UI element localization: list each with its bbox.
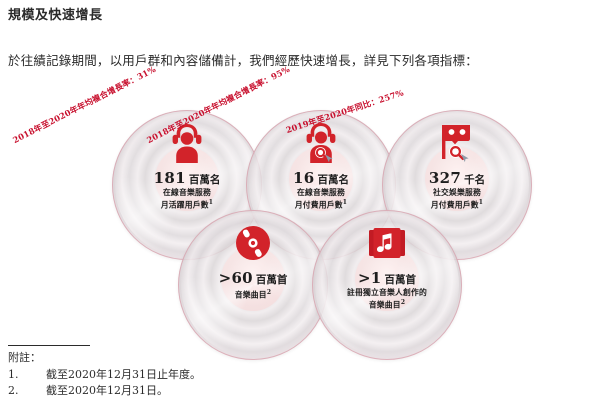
metric-desc-line2: 音樂曲目 [368,300,401,310]
intro-paragraph: 於往績記錄期間，以用戶群和內容儲備計，我們經歷快速增長，詳見下列各項指標： [8,53,478,68]
metric-footnote-ref: 1 [342,199,348,206]
metric-unit: 百萬名 [188,174,221,186]
metric-value: 181 [153,169,186,187]
page-title: 規模及快速增長 [8,8,103,23]
metric-desc-line1: 註冊獨立音樂人創作的 [347,288,427,297]
metric-unit: 百萬名 [317,174,349,186]
metric-desc-line1: 在線音樂服務 [297,188,345,197]
metric-footnote-ref: 2 [266,289,272,296]
footnote-item: 2. 截至2020年12月31日。 [8,383,408,399]
metric-unit: 百萬首 [255,274,288,286]
metric-desc-line1: 音樂曲目 [234,290,267,300]
metric-description: 音樂曲目2 [235,288,271,301]
metric-value: 327 [428,169,462,187]
footnote-divider [8,345,90,346]
metric-unit: 千名 [464,174,486,186]
metric-description: 在線音樂服務 月活躍用戶數1 [161,188,213,211]
footnote-number: 1. [8,368,19,381]
cd-disc-icon [233,220,273,266]
footnote-text: 截至2020年12月31日。 [46,384,168,397]
metric-description: 社交娛樂服務 月付費用戶數1 [431,188,483,211]
metric-value: >60 [218,269,253,287]
footnote-text: 截至2020年12月31日止年度。 [46,368,201,381]
metric-value: 16 [293,169,315,187]
metric-desc-line2: 月付費用戶數 [430,200,479,210]
music-note-cards-icon [366,220,408,266]
user-headphones-cursor-icon [301,120,341,166]
user-headphones-icon [167,120,207,166]
metric-footnote-ref: 2 [400,299,406,306]
metric-desc-line1: 社交娛樂服務 [433,188,481,197]
metric-desc-line2: 月活躍用戶數 [160,200,209,210]
footnotes-section: 附註： 1. 截至2020年12月31日止年度。 2. 截至2020年12月31… [8,345,408,399]
footnote-number: 2. [8,384,19,397]
metric-desc-line1: 在線音樂服務 [163,188,211,197]
mask-cursor-icon [436,120,478,166]
footnote-item: 1. 截至2020年12月31日止年度。 [8,367,408,383]
metric-description: 在線音樂服務 月付費用戶數1 [295,188,347,211]
footnotes-title: 附註： [8,351,41,364]
metric-unit: 百萬首 [384,274,417,286]
metric-footnote-ref: 1 [208,199,214,206]
metric-value: >1 [357,269,382,287]
metric-footnote-ref: 1 [478,199,484,206]
metric-description: 註冊獨立音樂人創作的 音樂曲目2 [347,288,427,311]
metric-desc-line2: 月付費用戶數 [294,200,343,210]
